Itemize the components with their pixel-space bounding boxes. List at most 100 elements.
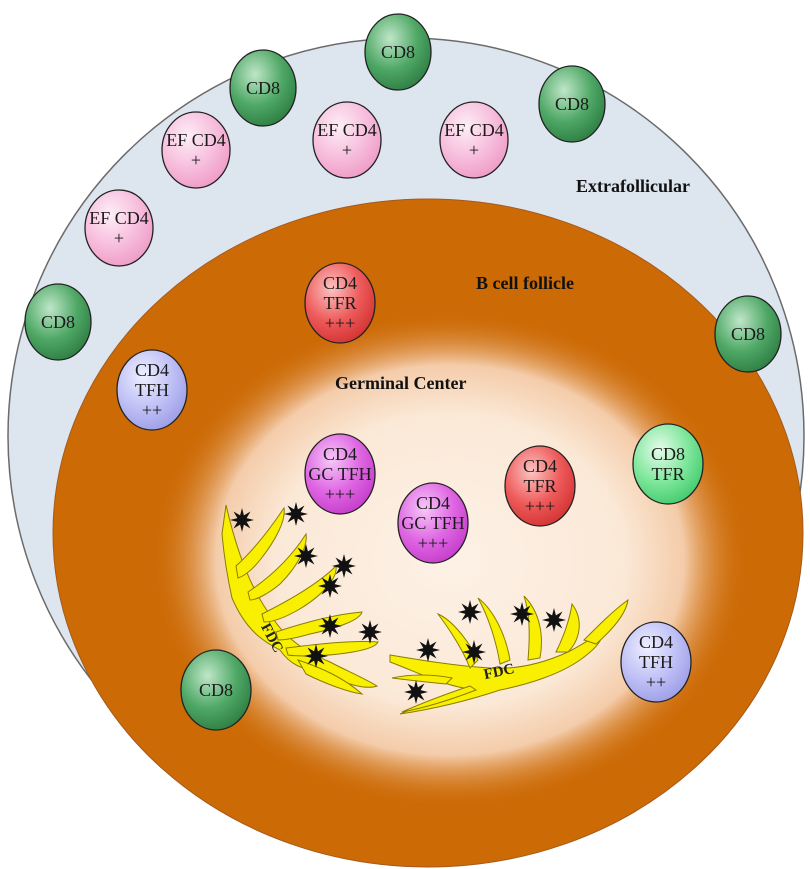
cell-label: CD4	[639, 632, 673, 652]
cell-label: +	[114, 228, 124, 248]
cell-label: CD8	[246, 78, 280, 98]
cell-body	[364, 13, 432, 91]
cell-body	[312, 101, 382, 179]
cell-label: CD8	[381, 42, 415, 62]
cell-cd8: CD8	[229, 49, 297, 127]
germinal-center-label: Germinal Center	[335, 373, 466, 393]
cell-cd8: CD8	[714, 295, 782, 373]
extrafollicular-label: Extrafollicular	[576, 176, 690, 196]
cell-label: +	[191, 150, 201, 170]
cell-cd8: CD8	[364, 13, 432, 91]
antigen-star	[358, 620, 382, 644]
cell-body	[161, 111, 231, 189]
cell-label: ++	[646, 672, 666, 692]
antigen-star	[462, 640, 486, 664]
cell-label: CD4	[416, 493, 450, 513]
fdc-cell: FDC	[389, 595, 629, 715]
cell-body	[304, 262, 376, 344]
cell-ef-cd4: EF CD4+	[439, 101, 509, 179]
fdc-dendrite	[235, 506, 285, 579]
cell-label: CD8	[731, 324, 765, 344]
antigen-star	[404, 680, 428, 704]
cell-body	[439, 101, 509, 179]
fdc-dendrite	[583, 598, 629, 645]
cell-body	[397, 482, 469, 564]
fdc-dendrite	[523, 595, 542, 661]
antigen-star	[304, 644, 328, 668]
antigen-star	[294, 544, 318, 568]
cell-label: CD4	[523, 456, 557, 476]
cell-label: EF CD4	[166, 130, 226, 150]
cell-ef-cd4: EF CD4+	[312, 101, 382, 179]
cell-body	[229, 49, 297, 127]
cell-ef-cd4: EF CD4+	[161, 111, 231, 189]
cell-body	[504, 445, 576, 527]
cell-label: +	[469, 140, 479, 160]
cell-label: +++	[525, 496, 555, 516]
fdc-label: FDC	[482, 661, 515, 683]
cell-label: +++	[325, 484, 355, 504]
cell-cd8: CD8	[180, 649, 252, 731]
fdc-network-layer: FDC FDC	[221, 504, 629, 715]
cell-ef-cd4: EF CD4+	[84, 189, 154, 267]
cell-label: CD4	[323, 273, 357, 293]
antigen-star-layer	[230, 502, 566, 704]
cell-body	[632, 423, 704, 505]
cell-label: TFH	[639, 652, 673, 672]
cell-label: TFR	[323, 293, 356, 313]
cell-body	[620, 621, 692, 703]
fdc-dendrite	[401, 685, 478, 713]
cell-label: GC TFH	[401, 513, 464, 533]
cell-cd8: CD8	[538, 65, 606, 143]
cell-label: EF CD4	[317, 120, 377, 140]
antigen-star	[318, 614, 342, 638]
cell-body	[714, 295, 782, 373]
cell-label: CD4	[323, 444, 357, 464]
germinal-center-region	[150, 310, 750, 810]
antigen-star	[458, 600, 482, 624]
fdc-dendrite	[477, 597, 511, 665]
antigen-star	[318, 574, 342, 598]
cell-body	[84, 189, 154, 267]
fdc-dendrite	[296, 659, 364, 695]
cell-label: TFR	[651, 464, 684, 484]
fdc-cell: FDC	[221, 504, 379, 695]
cell-cd8: CD8	[24, 283, 92, 361]
cell-body	[304, 433, 376, 515]
cell-label: CD8	[199, 680, 233, 700]
cell-label: CD4	[135, 360, 169, 380]
cell-label: TFR	[523, 476, 556, 496]
cell-label: +	[342, 140, 352, 160]
cell-label: EF CD4	[89, 208, 149, 228]
cell-label: GC TFH	[308, 464, 371, 484]
cell-label: +++	[418, 533, 448, 553]
fdc-dendrite	[285, 640, 379, 657]
fdc-dendrite	[391, 674, 454, 685]
antigen-star	[510, 602, 534, 626]
cell-body	[24, 283, 92, 361]
cell-body	[116, 349, 188, 431]
antigen-star	[284, 502, 308, 526]
cell-label: CD8	[41, 312, 75, 332]
cell-label: ++	[142, 400, 162, 420]
cell-label: +++	[325, 313, 355, 333]
cell-label: EF CD4	[444, 120, 504, 140]
antigen-star	[230, 508, 254, 532]
cell-body	[538, 65, 606, 143]
cell-body	[180, 649, 252, 731]
antigen-star	[416, 638, 440, 662]
cell-label: TFH	[135, 380, 169, 400]
antigen-star	[542, 608, 566, 632]
fdc-dendrite	[555, 602, 580, 653]
cell-label: CD8	[555, 94, 589, 114]
antigen-star	[332, 554, 356, 578]
